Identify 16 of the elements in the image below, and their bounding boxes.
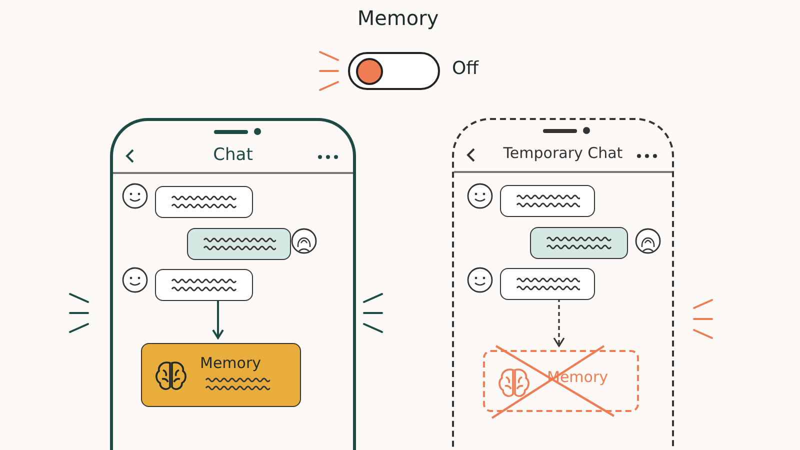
- memory-card: [141, 343, 301, 407]
- arrow: [212, 298, 224, 339]
- chat-bubble: [155, 186, 253, 218]
- card-title: Memory: [200, 354, 262, 372]
- arrow: [553, 298, 565, 347]
- chat-bubble: [530, 227, 628, 259]
- chat-bubble: [155, 269, 253, 301]
- memory-card: [483, 350, 639, 412]
- chat-bubble: [500, 268, 595, 300]
- chat-bubble: [187, 228, 291, 260]
- heading: Memory: [357, 6, 439, 30]
- screen-title: Chat: [213, 145, 253, 165]
- state-label: Off: [452, 58, 479, 79]
- chat-bubble: [500, 185, 595, 217]
- phone-outline: [110, 118, 356, 450]
- screen-title: Temporary Chat: [503, 144, 623, 162]
